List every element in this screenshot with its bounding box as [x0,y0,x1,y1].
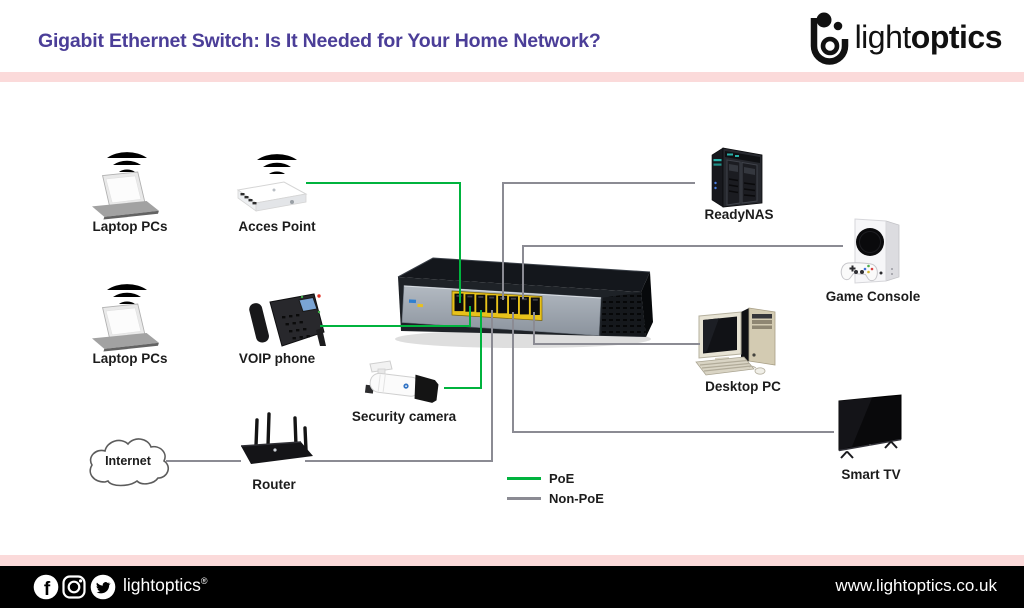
bottom-divider-bar [0,555,1024,566]
laptop-bottom-icon [91,303,160,352]
header: Gigabit Ethernet Switch: Is It Needed fo… [0,0,1024,72]
twitter-icon[interactable] [90,574,116,600]
non-poe-line-swatch [507,496,541,500]
svg-text:f: f [44,579,51,600]
lightoptics-logo-icon [810,12,848,65]
top-divider-bar [0,72,1024,82]
wire-switch-console [522,245,843,299]
logo-light-text: light [854,19,912,55]
switch-port-strip [451,290,543,321]
label-game-console: Game Console [825,289,921,304]
page-title: Gigabit Ethernet Switch: Is It Needed fo… [38,30,601,52]
instagram-icon[interactable] [62,575,86,599]
security-camera-icon [364,360,439,403]
legend-label-non-poe: Non-PoE [549,490,604,506]
label-router: Router [252,477,296,492]
label-voip-phone: VOIP phone [238,351,316,366]
wire-switch-smarttv [512,312,834,433]
internet-cloud-icon [89,438,170,487]
legend-row-non-poe: Non-PoE [507,488,604,508]
wire-accesspoint-switch [306,182,461,303]
poe-line-swatch [507,476,541,480]
router-icon [240,412,313,464]
label-readynas: ReadyNAS [704,207,774,222]
diagram-canvas [89,147,902,487]
legend-row-poe: PoE [507,468,604,488]
footer-brand-text: lightoptics [123,575,201,595]
connection-lines [166,182,843,462]
smart-tv-icon [838,394,902,459]
wire-switch-readynas [502,182,695,300]
facebook-icon[interactable]: f [33,574,59,600]
label-access-point: Acces Point [238,219,316,234]
label-laptop-bottom: Laptop PCs [92,351,168,366]
wire-switch-desktop [533,312,700,345]
label-laptop-top: Laptop PCs [92,219,168,234]
logo-bold-text: optics [910,19,1003,55]
footer: f lightoptics® www.lightoptics.co.uk [0,566,1024,608]
footer-brand: lightoptics® [123,575,207,596]
readynas-icon [711,147,763,208]
label-internet: Internet [105,454,151,468]
laptop-top-icon [91,171,160,220]
brand-logo: lightoptics [809,8,1003,66]
label-desktop-pc: Desktop PC [705,379,781,394]
wire-router-switch [305,310,493,462]
voip-phone-icon [249,293,326,347]
wire-camera-switch [444,310,482,389]
desktop-pc-icon [695,307,776,376]
label-security-camera: Security camera [351,409,457,424]
wifi-waves-icon [107,284,147,304]
social-icons: f [33,574,116,600]
brand-logo-text: lightoptics [854,8,1003,66]
label-smart-tv: Smart TV [841,467,901,482]
network-diagram: Laptop PCs Acces Point Laptop PCs VOIP p… [0,82,1024,555]
game-console-icon [840,218,900,284]
access-point-icon [236,181,308,212]
registered-mark: ® [200,576,208,587]
footer-website-link[interactable]: www.lightoptics.co.uk [835,576,997,595]
wire-voip-switch [320,306,471,327]
game-controller-icon [840,262,878,282]
wifi-waves-icon [257,154,297,174]
legend: PoE Non-PoE [507,468,604,508]
wifi-waves-icon [107,152,147,172]
legend-label-poe: PoE [549,470,575,486]
